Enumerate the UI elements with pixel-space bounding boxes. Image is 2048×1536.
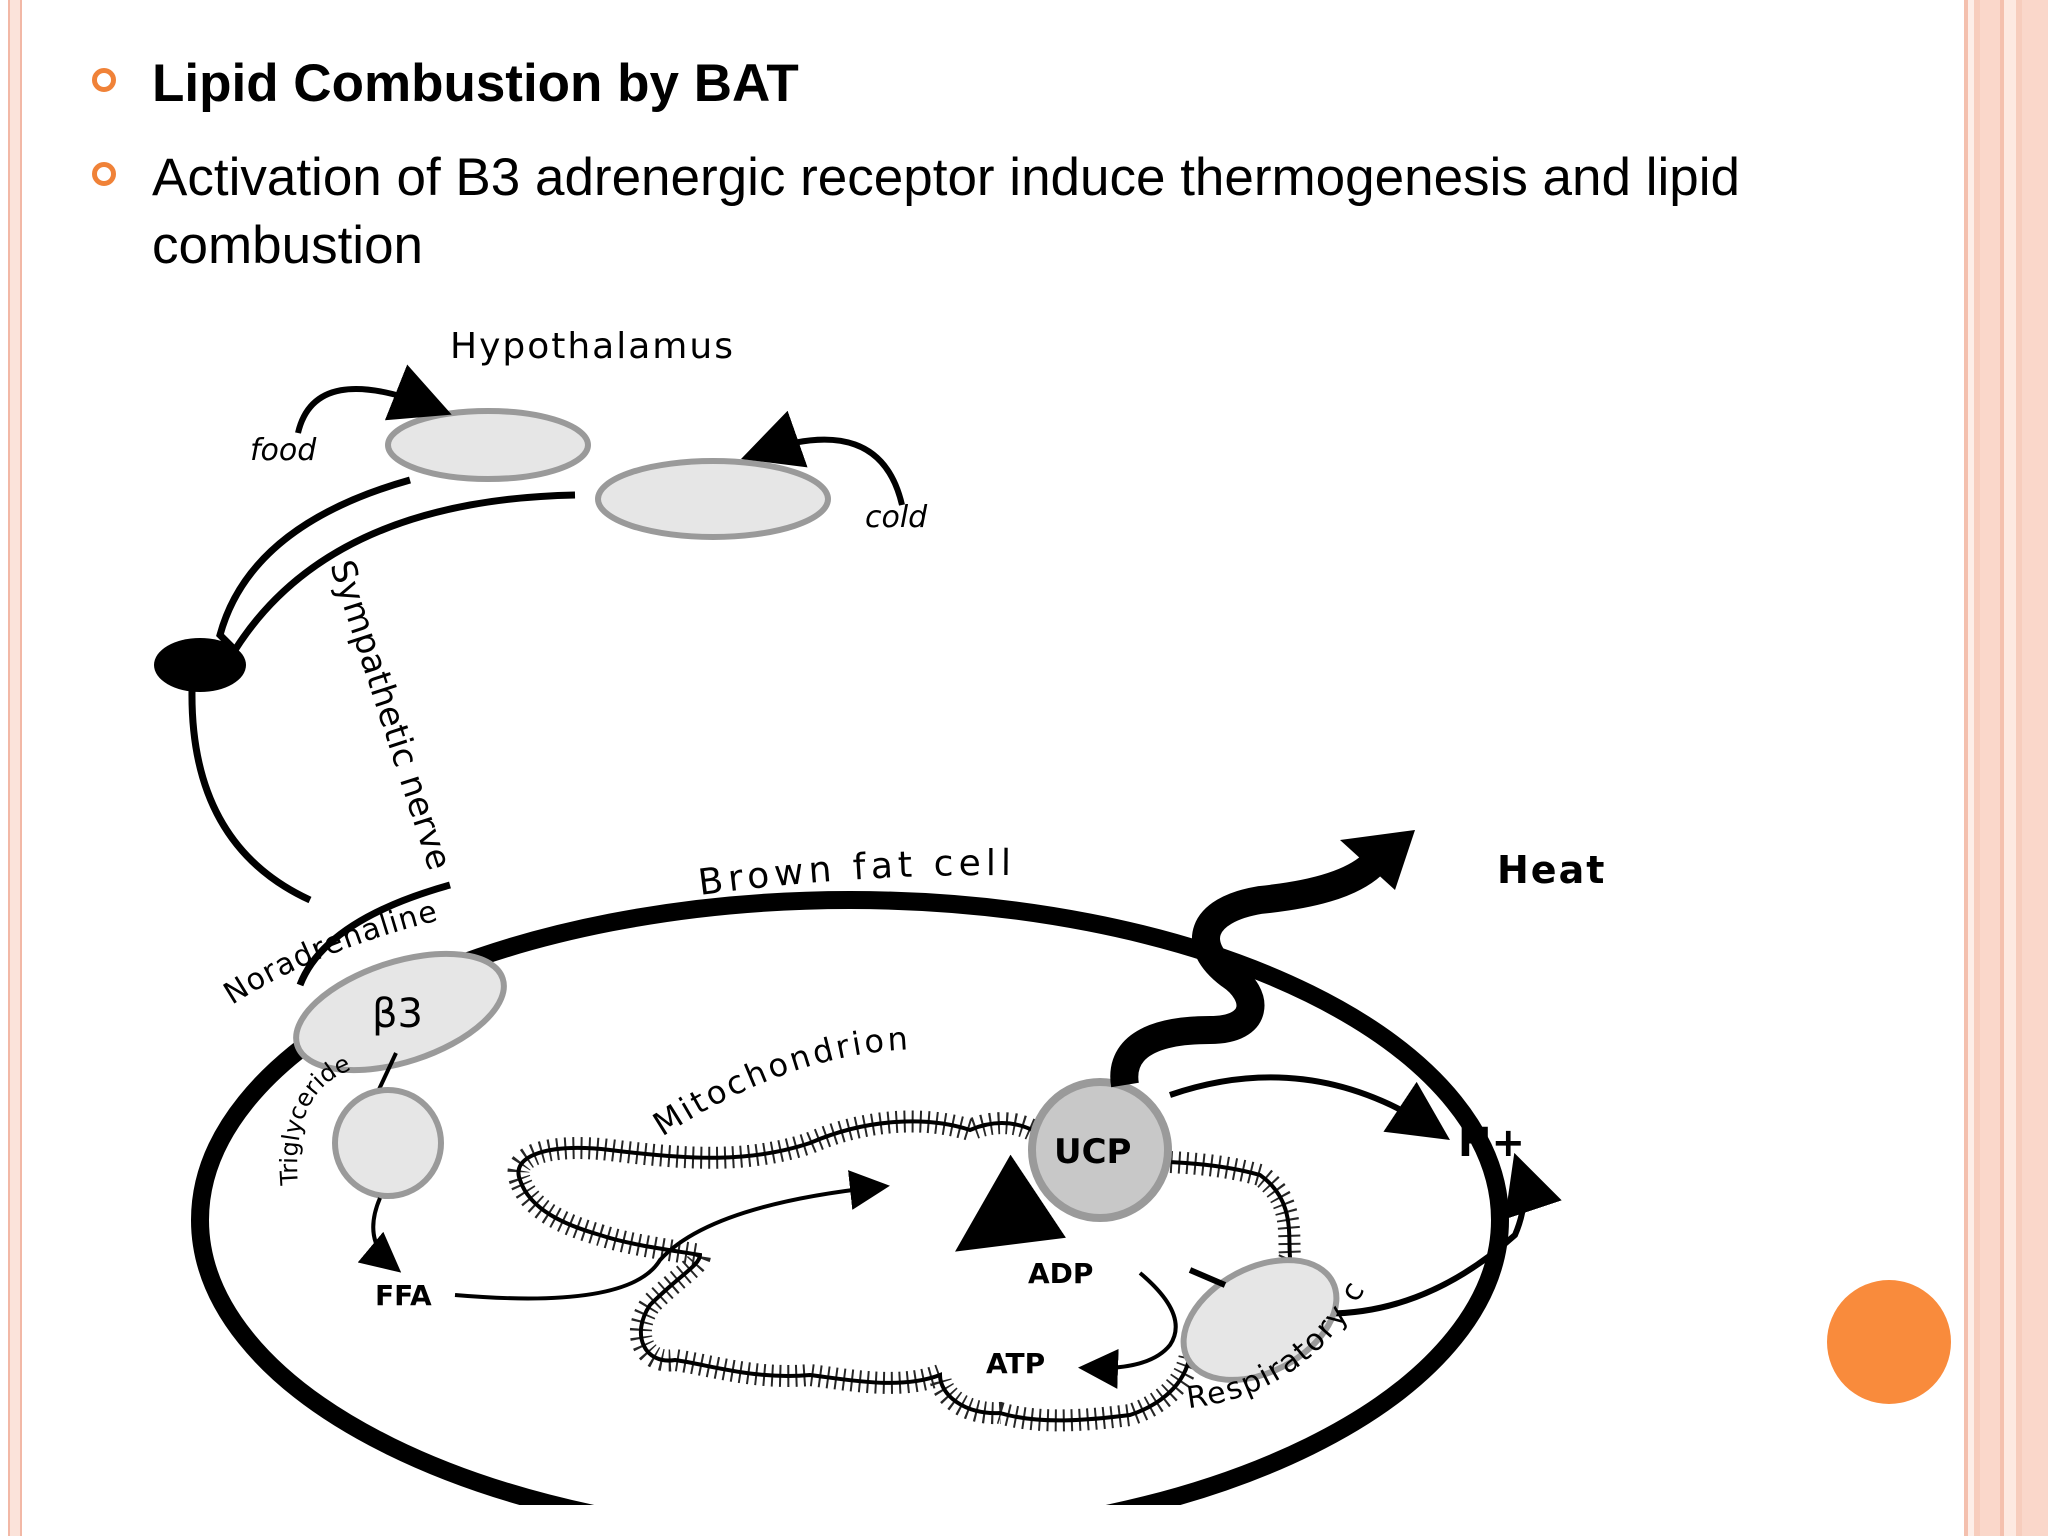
triglyceride-to-ffa-arrow	[357, 1197, 402, 1273]
nerve-fiber-cold	[232, 491, 576, 652]
adp-to-atp-arrow	[1078, 1271, 1178, 1389]
nerve-terminal	[296, 881, 451, 987]
food-label: food	[250, 433, 317, 468]
mitochondrion-inner-membrane	[516, 1119, 1293, 1423]
hypothalamus-nucleus-food	[385, 408, 591, 482]
food-arrow	[295, 364, 452, 434]
adp-respiratory-link	[1188, 1267, 1227, 1288]
slide-right-border	[1960, 0, 2048, 1536]
beta3-receptor	[293, 950, 507, 1074]
brown-fat-cell-membrane	[191, 891, 1509, 1505]
respiratory-chain-complex	[1180, 1257, 1340, 1383]
slide-left-border	[0, 0, 24, 1536]
hypothalamus-nucleus-cold	[595, 458, 831, 540]
adp-label: ADP	[1028, 1257, 1093, 1290]
nerve-fiber-to-cell	[188, 689, 312, 904]
ucp-label: UCP	[1054, 1132, 1131, 1172]
bullet-item-description: Activation of B3 adrenergic receptor ind…	[90, 144, 1850, 280]
bullet-circle-icon	[92, 68, 116, 92]
respiratory-chain-proton-arrow	[1309, 1152, 1562, 1317]
h-plus-label: H+	[1458, 1120, 1525, 1166]
hypothalamus-label: Hypothalamus	[450, 326, 735, 367]
sympathetic-nerve-label: Sympathetic nerve	[321, 555, 459, 874]
bullet-item-title: Lipid Combustion by BAT	[90, 50, 1850, 118]
decorative-orange-dot	[1827, 1280, 1951, 1404]
atp-label: ATP	[986, 1347, 1045, 1380]
sympathetic-ganglion	[154, 638, 246, 692]
mitochondrion-cristae	[507, 1110, 1302, 1432]
bullet-text-description: Activation of B3 adrenergic receptor ind…	[152, 148, 1740, 275]
bullet-text-title: Lipid Combustion by BAT	[152, 54, 799, 113]
bullet-list: Lipid Combustion by BAT Activation of B3…	[90, 50, 1850, 306]
ffa-to-mitochondrion-arrow	[454, 1170, 890, 1301]
triglyceride-droplet	[332, 1087, 444, 1199]
bat-thermogenesis-diagram: Hypothalamus food cold Sympathetic nerve…	[110, 305, 1606, 1505]
cold-arrow	[741, 410, 905, 506]
heat-arrowhead	[1340, 830, 1415, 890]
nerve-fiber-food	[216, 476, 411, 653]
ffa-label: FFA	[375, 1279, 432, 1312]
heat-label: Heat	[1497, 848, 1606, 892]
beta3-label: β3	[372, 991, 423, 1037]
proton-to-ucp-arrow	[1169, 1074, 1450, 1140]
cold-label: cold	[865, 500, 928, 535]
bullet-circle-icon	[92, 162, 116, 186]
heat-wave-arrow	[1110, 854, 1382, 1088]
ucp-protein	[1028, 1078, 1172, 1222]
ucp-proton-inward-arrow	[955, 1154, 1066, 1252]
